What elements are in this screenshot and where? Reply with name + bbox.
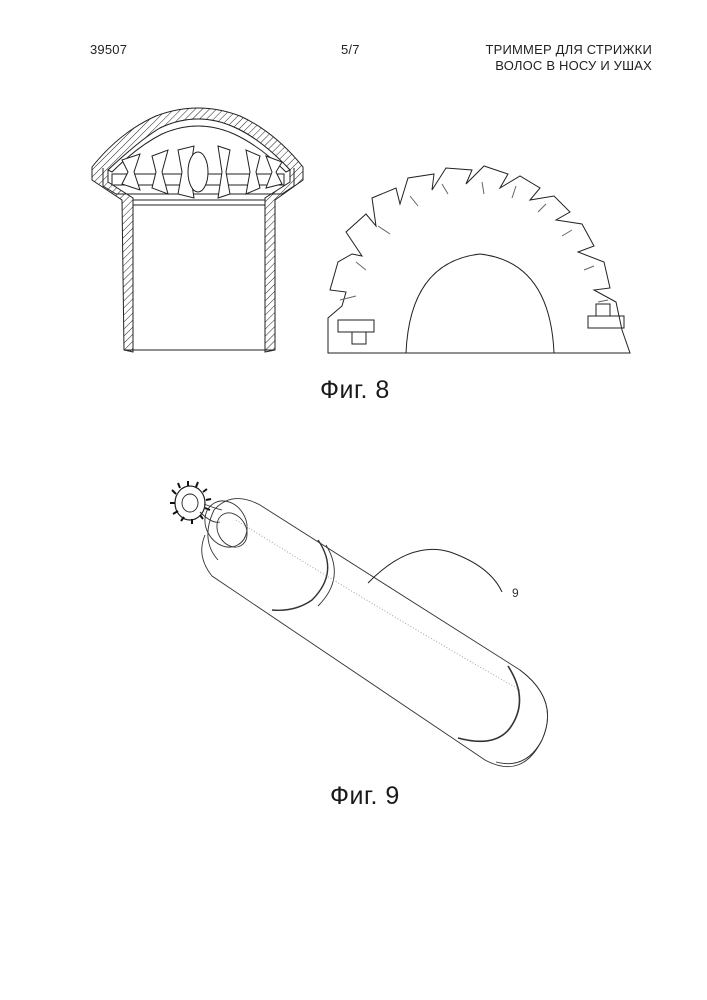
figure-9-caption: Фиг. 9 (330, 782, 400, 811)
fig9-reference-label: 9 (512, 586, 519, 600)
figure-8-caption: Фиг. 8 (320, 376, 390, 405)
fig9-leader-line (368, 549, 502, 592)
fig9-trimmer (170, 481, 548, 767)
fig9-cutting-head (170, 481, 222, 524)
fig8-rotor-half (328, 166, 630, 353)
fig8-cross-section (92, 108, 303, 352)
